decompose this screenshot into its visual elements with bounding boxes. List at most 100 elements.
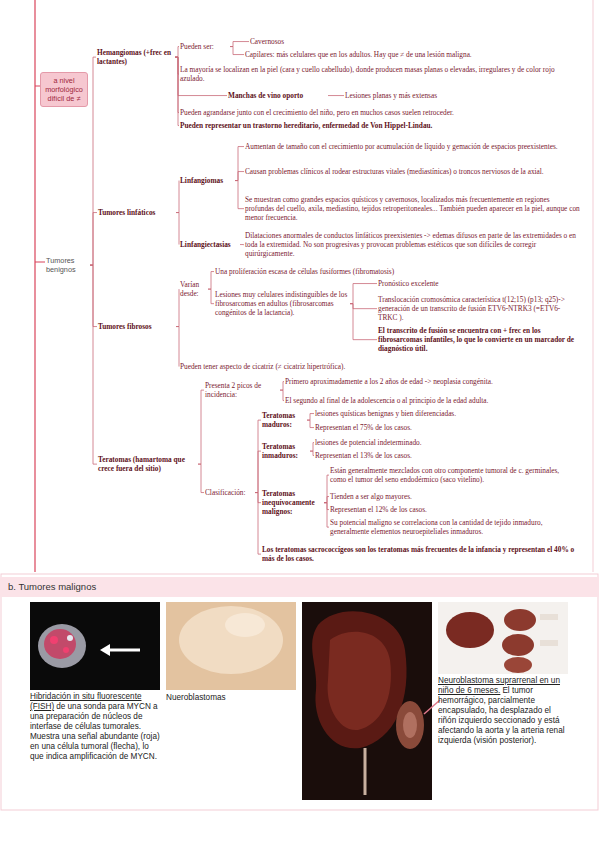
bracket-connector <box>310 451 314 455</box>
leaf-text: Representan el 12% de los casos. <box>330 505 575 514</box>
leaf-text: Capilares: más celulares que en los adul… <box>245 50 580 59</box>
bracket-connector <box>175 57 179 74</box>
node-text: Teratomas maduros: <box>262 411 307 429</box>
bracket-connector <box>90 213 97 266</box>
node-text: Primero aproximadamente a los 2 años de … <box>285 377 580 386</box>
leaf-text: El segundo al final de la adolescencia o… <box>285 396 580 405</box>
bracket-connector <box>230 47 244 55</box>
sub-topic: Teratomas inequívocamente malignos: <box>262 489 324 516</box>
leaf-text: Los teratomas sacrococcígeos son los ter… <box>262 545 582 563</box>
leaf-text: Primero aproximadamente a los 2 años de … <box>285 377 580 386</box>
leader-line <box>424 700 440 714</box>
bracket-connector <box>255 420 261 492</box>
bracket-connector <box>176 327 179 367</box>
leaf-text: Cavernosos <box>250 37 370 46</box>
tick-line <box>35 262 45 263</box>
section-band: b. Tumores malignos <box>0 577 599 597</box>
bracket-connector <box>255 493 261 555</box>
bracket-connector <box>324 497 329 503</box>
node-text: Los teratomas sacrococcígeos son los ter… <box>262 545 582 563</box>
sub-topic: Teratomas inmaduros: <box>262 442 310 460</box>
node-text: Representan el 75% de los casos. <box>315 423 575 432</box>
note-box: a nivel morfológico difícil de ≠ <box>40 72 88 107</box>
bracket-connector <box>90 57 96 265</box>
bracket-connector <box>280 382 284 391</box>
bracket-connector <box>198 390 204 464</box>
node-text: El segundo al final de la adolescencia o… <box>285 396 580 405</box>
photo-caption: Nueroblastomas <box>166 693 296 703</box>
leaf-text: Pueden tener aspecto de cicatriz (≠ cica… <box>180 362 500 371</box>
node-text: Su potencial maligno se correlaciona con… <box>330 518 575 536</box>
margin-line <box>593 0 594 572</box>
neuroblastoma-photo <box>166 602 296 690</box>
bracket-connector <box>255 493 261 503</box>
leaf-text: Pueden representar un trastorno heredita… <box>180 121 580 130</box>
bracket-connector <box>208 289 214 304</box>
leaf-text: Su potencial maligno se correlaciona con… <box>330 518 575 536</box>
bracket-connector <box>280 390 284 400</box>
sub-topic: Teratomas maduros: <box>262 411 307 429</box>
bracket-connector <box>307 414 314 421</box>
bracket-connector <box>324 503 329 527</box>
bracket-connector <box>235 181 244 209</box>
node-text: Translocación cromosómica característica… <box>378 295 578 322</box>
branch-topic: Hemangiomas (+frec en lactantes) <box>97 48 175 66</box>
bracket-connector <box>350 304 377 340</box>
node-text: Presenta 2 picos de incidencia: <box>205 381 280 399</box>
node-text: Capilares: más celulares que en los adul… <box>245 50 580 59</box>
sub-topic: Varían desde: <box>180 280 208 298</box>
photo-caption: Hibridación in situ fluorescente (FISH)d… <box>30 692 160 762</box>
bracket-connector <box>255 451 261 492</box>
leaf-text: El transcrito de fusión se encuentra con… <box>378 326 578 353</box>
node-text: El transcrito de fusión se encuentra con… <box>378 326 578 353</box>
node-text: La mayoría se localizan en la piel (cara… <box>180 65 575 83</box>
root-topic: Tumores benignos <box>46 256 90 274</box>
leaf-text: Representan el 13% de los casos. <box>315 451 575 460</box>
node-text: lesiones quísticas benignas y bien difer… <box>315 409 575 418</box>
node-text: Linfangiectasias <box>180 240 240 249</box>
bracket-connector <box>324 475 329 503</box>
bracket-connector <box>350 304 377 309</box>
node-text: Una proliferación escasa de células fusi… <box>215 267 545 276</box>
caption-text: Nueroblastomas <box>166 693 226 702</box>
bracket-connector <box>240 244 244 245</box>
bracket-connector <box>90 265 97 326</box>
leaf-text: Se muestran como grandes espacios quísti… <box>245 195 580 222</box>
node-text: Pueden agrandarse junto con el crecimien… <box>180 108 580 117</box>
leaf-text: lesiones quísticas benignas y bien difer… <box>315 409 575 418</box>
node-text: Representan el 12% de los casos. <box>330 505 575 514</box>
node-text: Lesiones muy celulares indistinguibles d… <box>215 290 350 317</box>
leaf-text: Causan problemas clínicos al rodear estr… <box>245 167 580 176</box>
node-text: Tumores linfáticos <box>98 208 176 217</box>
node-text: Pueden tener aspecto de cicatriz (≠ cica… <box>180 362 500 371</box>
sub-topic: Linfangiectasias <box>180 240 240 249</box>
bracket-connector <box>307 420 314 427</box>
leaf-text: Translocación cromosómica característica… <box>378 295 578 322</box>
bracket-connector <box>175 57 179 112</box>
leaf-text: Una proliferación escasa de células fusi… <box>215 267 545 276</box>
leaf-text: Dilataciones anormales de conductos linf… <box>245 231 580 258</box>
fish-photo <box>30 602 160 690</box>
branch-topic: Teratomas (hamartoma que crece fuera del… <box>98 455 198 473</box>
bracket-connector <box>198 464 204 492</box>
node-text: Varían desde: <box>180 280 208 298</box>
bracket-connector <box>90 265 97 464</box>
bracket-connector <box>208 272 214 290</box>
node-text: a nivel morfológico difícil de ≠ <box>43 76 85 103</box>
bracket-connector <box>324 503 329 510</box>
node-text: Pueden ser: <box>180 42 230 51</box>
node-text: Pueden representar un trastorno heredita… <box>180 121 580 130</box>
leaf-text: Lesiones planas y más extensas <box>345 91 495 100</box>
leaf-text: Están generalmente mezclados con otro co… <box>330 466 575 484</box>
photo-caption: Neuroblastoma suprarrenal en un niño de … <box>438 676 568 746</box>
node-text: Representan el 13% de los casos. <box>315 451 575 460</box>
sub-topic: Lesiones muy celulares indistinguibles d… <box>215 290 350 317</box>
leaf-text: Tienden a ser algo mayores. <box>330 492 575 501</box>
node-text: Tienden a ser algo mayores. <box>330 492 575 501</box>
node-text: Pronóstico excelente <box>378 279 558 288</box>
node-text: Teratomas (hamartoma que crece fuera del… <box>98 455 198 473</box>
node-text: Dilataciones anormales de conductos linf… <box>245 231 580 258</box>
branch-topic: Tumores fibrosos <box>98 322 176 331</box>
leaf-text: lesiones de potencial indeterminado. <box>315 438 575 447</box>
leaf-text: Representan el 75% de los casos. <box>315 423 575 432</box>
